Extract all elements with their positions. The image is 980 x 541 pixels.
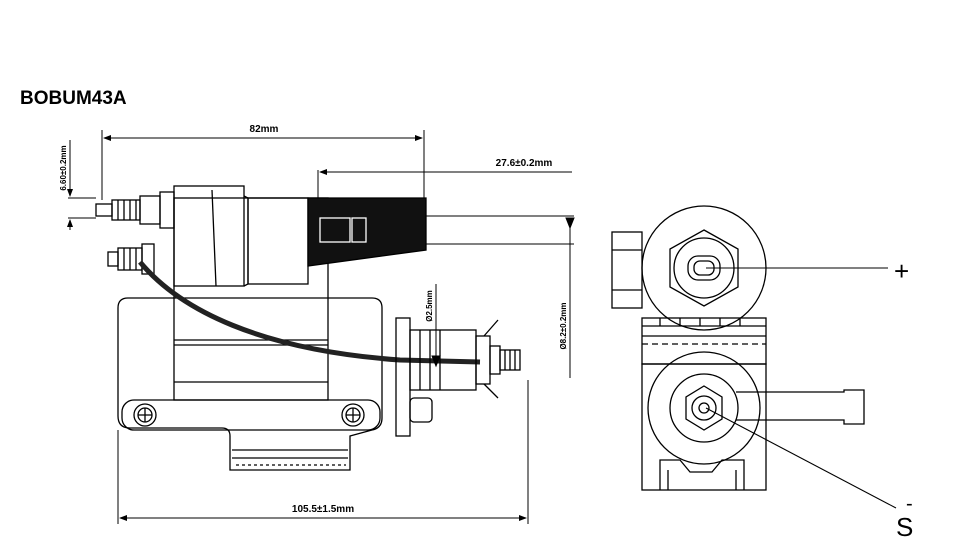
positive-hex-nut-icon: [669, 229, 739, 307]
mounting-bracket: [117, 297, 383, 471]
lead-wire: [138, 260, 481, 365]
dim-base-width: 105.5±1.5mm: [292, 504, 354, 515]
signal-leader: [705, 407, 897, 509]
dim-nose-length: 27.6±0.2mm: [496, 158, 553, 169]
part-number-title: BOBUM43A: [20, 88, 127, 109]
screw-right-icon: [341, 403, 365, 427]
signal-lug: [736, 389, 865, 425]
dim-left-height: 6.60±0.2mm: [59, 145, 68, 190]
side-view: [95, 185, 521, 471]
terminal-studs: [95, 191, 175, 275]
screw-left-icon: [133, 403, 157, 427]
connector-assembly: [395, 317, 521, 437]
signal-hex-nut-icon: [685, 385, 723, 431]
dim-body-dia: Ø8.2±0.2mm: [559, 302, 568, 349]
signal-terminal-label: S: [896, 512, 913, 541]
dimension-lines: [67, 130, 575, 524]
coil-body: [173, 197, 329, 401]
signal-terminal-ring: [647, 351, 761, 465]
dim-pin-dia: Ø2.5mm: [425, 290, 434, 322]
signal-terminal-sup: -: [906, 493, 913, 515]
end-view: [611, 205, 865, 491]
coil-nose: [307, 197, 427, 267]
dim-top-width: 82mm: [250, 124, 279, 135]
positive-terminal-label: +: [894, 256, 909, 286]
